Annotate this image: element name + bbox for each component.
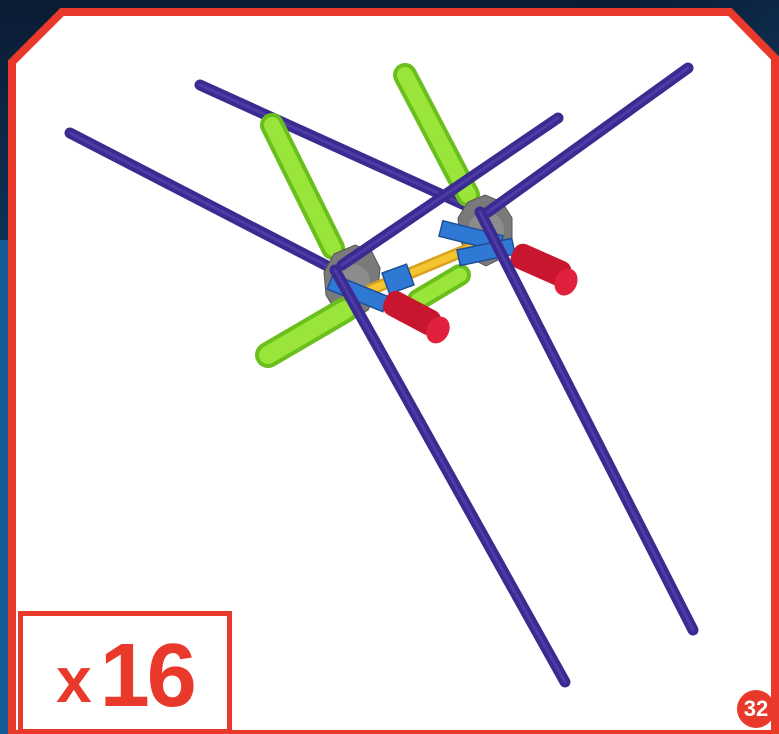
quantity-value: 16: [100, 631, 194, 721]
quantity-prefix: x: [56, 648, 92, 712]
quantity-box: x 16: [18, 611, 232, 734]
page-number-badge: 32: [737, 690, 775, 728]
